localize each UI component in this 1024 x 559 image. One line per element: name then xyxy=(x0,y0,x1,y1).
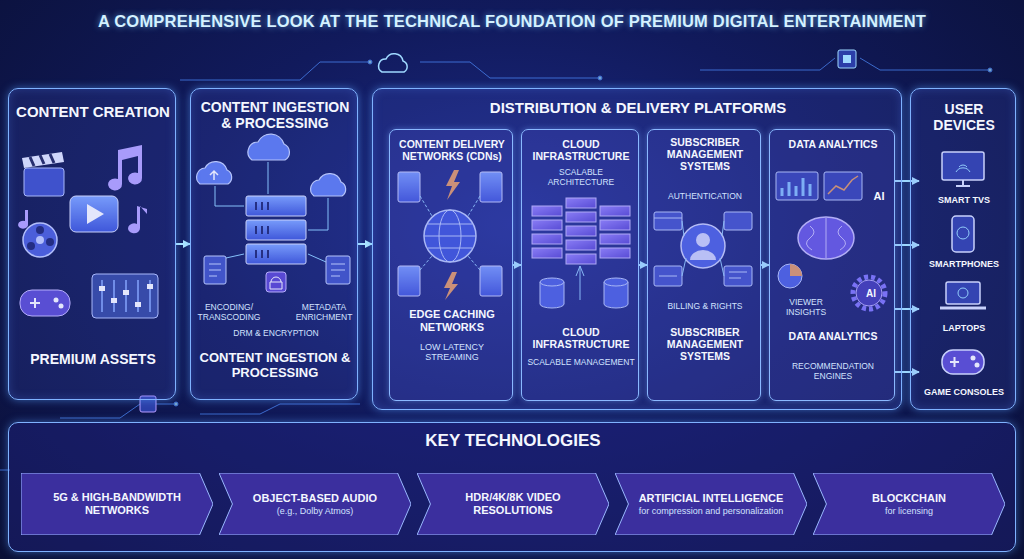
technology-chevron: 5G & HIGH-BANDWIDTH NETWORKS xyxy=(21,473,213,535)
device-item: SMARTPHONES xyxy=(919,215,1009,275)
node-caption: LOW LATENCY STREAMING xyxy=(394,342,510,363)
section-panel: CONTENT INGESTION & PROCESSING ENCODING/ … xyxy=(190,88,358,400)
node-caption: ENCODING/ TRANSCODING xyxy=(193,303,265,323)
node-heading: GAME CONSOLES xyxy=(919,387,1009,397)
node-heading: CONTENT CREATION xyxy=(15,103,171,120)
node-caption: SCALABLE MANAGEMENT xyxy=(526,358,636,368)
node-heading: SMART TVS xyxy=(919,195,1009,205)
node-heading: SMARTPHONES xyxy=(919,259,1009,269)
circuit-traces xyxy=(0,58,992,470)
diagram-title: A COMPREHENSIVE LOOK AT THE TECHNICAL FO… xyxy=(10,12,1014,31)
node-heading: OBJECT-BASED AUDIO xyxy=(238,492,392,505)
technology-chevron: HDR/4K/8K VIDEO RESOLUTIONS xyxy=(417,473,609,535)
node-heading: CONTENT INGESTION & PROCESSING xyxy=(197,351,353,381)
node-heading: SUBSCRIBER MANAGEMENT SYSTEMS xyxy=(652,136,758,172)
technology-chevron: ARTIFICIAL INTELLIGENCEfor compression a… xyxy=(615,473,807,535)
node-heading: CONTENT DELIVERY NETWORKS (CDNs) xyxy=(394,138,510,162)
cloud-icon xyxy=(379,54,408,72)
node-heading: AI xyxy=(856,288,886,300)
node-heading: SUBSCRIBER MANAGEMENT SYSTEMS xyxy=(652,326,758,362)
section-panel: CONTENT CREATION PREMIUM ASSETS xyxy=(8,88,176,400)
flow-arrow xyxy=(358,243,372,245)
node-caption: BILLING & RIGHTS xyxy=(652,302,758,312)
node-heading: CLOUD INFRASTRUCTURE xyxy=(526,138,636,162)
node-heading: DISTRIBUTION & DELIVERY PLATFORMS xyxy=(383,99,893,116)
node-heading: EDGE CACHING NETWORKS xyxy=(394,308,510,333)
technology-chevron: OBJECT-BASED AUDIO(e.g., Dolby Atmos) xyxy=(219,473,411,535)
node-heading: KEY TECHNOLOGIES xyxy=(19,431,1007,451)
node-heading: AI xyxy=(866,190,892,203)
platform-box: SUBSCRIBER MANAGEMENT SYSTEMS AUTHENTICAT… xyxy=(647,129,761,401)
node-caption: for licensing xyxy=(832,506,986,516)
chevron-outline xyxy=(813,473,1005,535)
technology-band: KEY TECHNOLOGIES 5G & HIGH-BANDWIDTH NETW… xyxy=(8,422,1016,552)
platform-box: DATA ANALYTICS AI VIEWER INSIGHTS AI DATA AN… xyxy=(769,129,895,401)
text-column: ARTIFICIAL INTELLIGENCEfor compression a… xyxy=(634,473,788,535)
node-caption: VIEWER INSIGHTS xyxy=(774,298,838,318)
node-caption: DRM & ENCRYPTION xyxy=(231,329,321,339)
device-item: LAPTOPS xyxy=(919,279,1009,339)
text-column: BLOCKCHAINfor licensing xyxy=(832,473,986,535)
node-heading: LAPTOPS xyxy=(919,323,1009,333)
node-heading: BLOCKCHAIN xyxy=(832,492,986,505)
section-panel: USER DEVICES SMART TVS SMARTPHONES LAPTOPS G… xyxy=(910,88,1016,410)
node-heading: USER DEVICES xyxy=(915,101,1013,133)
node-heading: DATA ANALYTICS xyxy=(774,330,892,342)
node-caption: AUTHENTICATION xyxy=(652,192,758,202)
text-column: 5G & HIGH-BANDWIDTH NETWORKS xyxy=(40,473,194,535)
device-item: GAME CONSOLES xyxy=(919,343,1009,403)
node-caption: (e.g., Dolby Atmos) xyxy=(238,506,392,516)
technology-chevron: BLOCKCHAINfor licensing xyxy=(813,473,1005,535)
section-panel: DISTRIBUTION & DELIVERY PLATFORMS CONTENT… xyxy=(372,88,902,410)
text-column: HDR/4K/8K VIDEO RESOLUTIONS xyxy=(436,473,590,535)
node-heading: CONTENT INGESTION & PROCESSING xyxy=(197,99,353,131)
node-heading: HDR/4K/8K VIDEO RESOLUTIONS xyxy=(436,491,590,516)
chevron-outline xyxy=(219,473,411,535)
node-caption: METADATA ENRICHMENT xyxy=(291,303,357,323)
node-heading: ARTIFICIAL INTELLIGENCE xyxy=(634,492,788,505)
node-caption: RECOMMENDATION ENGINES xyxy=(774,362,892,382)
node-caption: for compression and personalization xyxy=(634,506,788,516)
device-item: SMART TVS xyxy=(919,151,1009,211)
flow-arrow xyxy=(176,243,190,245)
chevron-outline xyxy=(615,473,807,535)
node-heading: 5G & HIGH-BANDWIDTH NETWORKS xyxy=(40,491,194,516)
text-column: OBJECT-BASED AUDIO(e.g., Dolby Atmos) xyxy=(238,473,392,535)
node-heading: PREMIUM ASSETS xyxy=(15,351,171,367)
node-heading: CLOUD INFRASTRUCTURE xyxy=(526,326,636,350)
node-caption: SCALABLE ARCHITECTURE xyxy=(526,168,636,188)
platform-box: CONTENT DELIVERY NETWORKS (CDNs) EDGE CAC… xyxy=(389,129,513,401)
node-heading: DATA ANALYTICS xyxy=(774,138,892,150)
platform-box: CLOUD INFRASTRUCTURE SCALABLE ARCHITECTUR… xyxy=(521,129,639,401)
